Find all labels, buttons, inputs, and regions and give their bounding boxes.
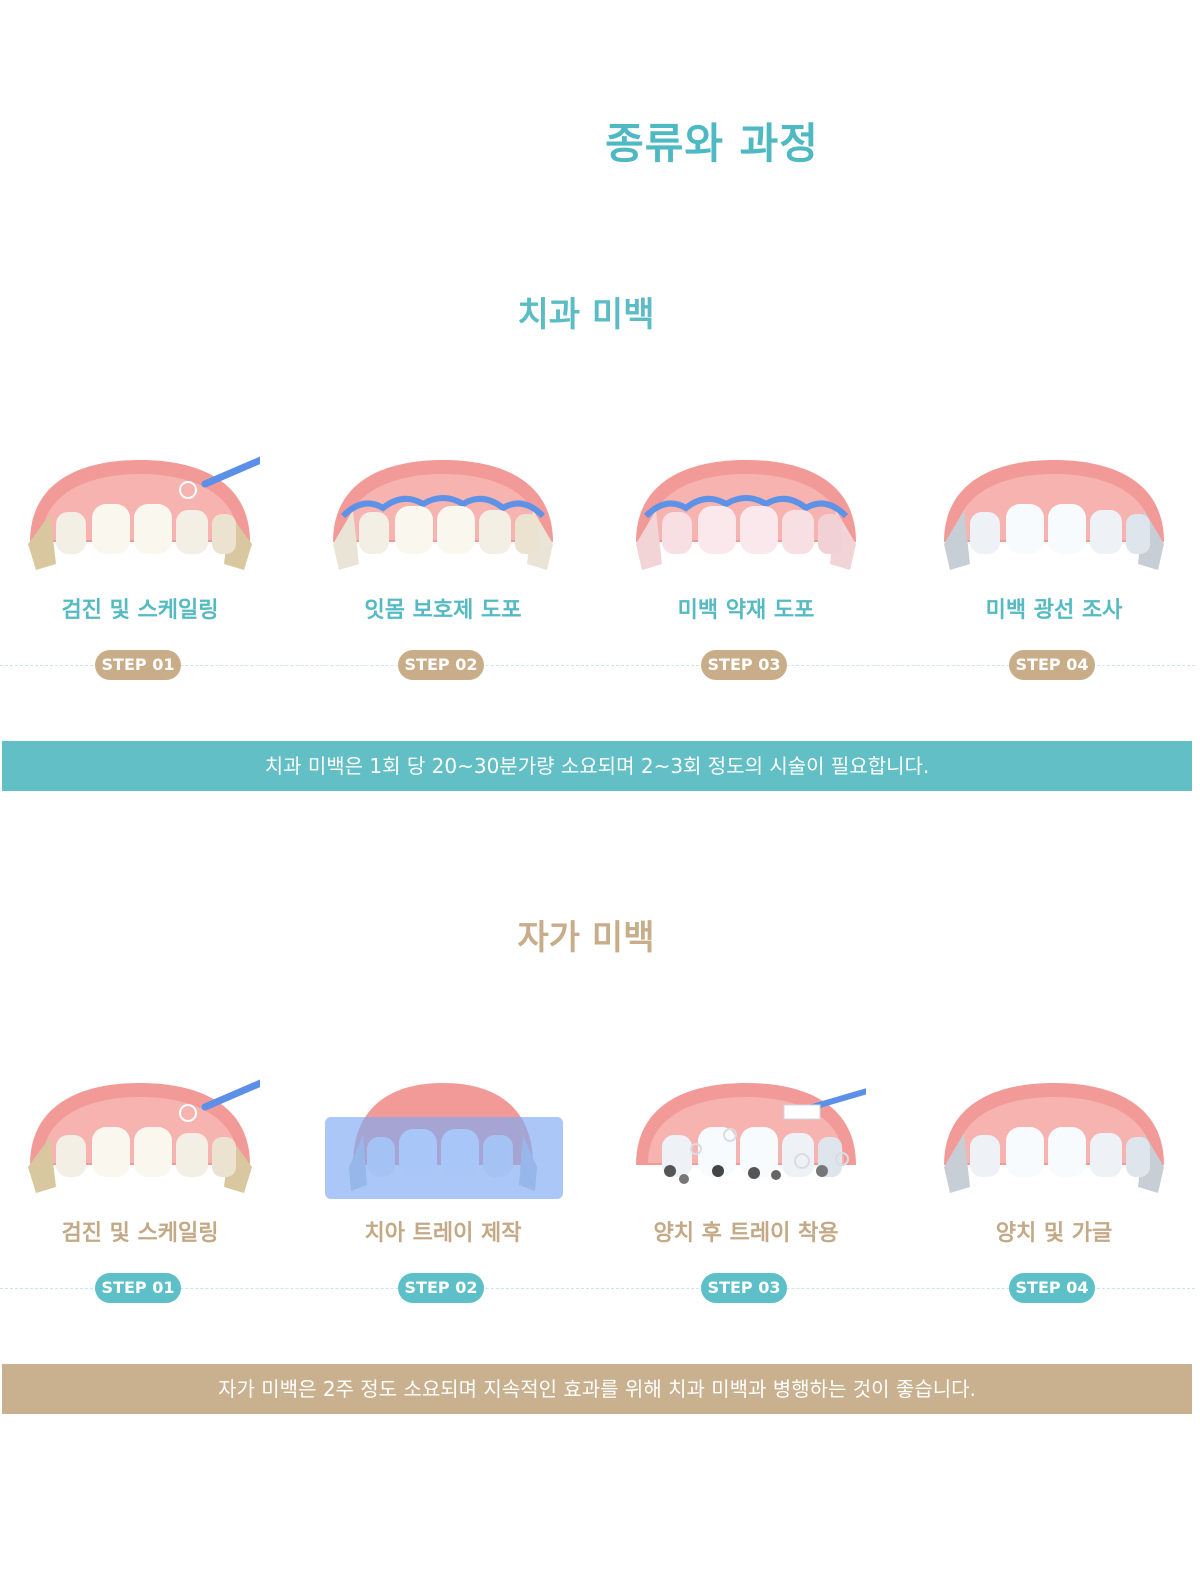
tray-teeth-icon: [325, 1083, 563, 1199]
gum-protector-teeth-icon: [333, 460, 553, 570]
step-badge: STEP 01: [95, 1273, 181, 1303]
step-label: 치아 트레이 제작: [364, 1221, 522, 1246]
clinic-step-3: 미백 약재 도포 STEP 03: [606, 452, 906, 712]
step-badge: STEP 01: [95, 650, 181, 680]
whitening-light-teeth-icon: [944, 460, 1164, 570]
step-badge: STEP 03: [701, 650, 787, 680]
step-label: 양치 후 트레이 착용: [653, 1221, 839, 1246]
home-step-4: 양치 및 가글 STEP 04: [914, 1075, 1200, 1335]
home-step-1: 검진 및 스케일링 STEP 01: [0, 1075, 300, 1335]
home-section-title: 자가 미백: [517, 918, 655, 958]
step-label: 양치 및 가글: [995, 1221, 1113, 1246]
step-label: 미백 약재 도포: [677, 598, 815, 623]
scaling-teeth-icon: [28, 456, 260, 570]
clinic-step-2: 잇몸 보호제 도포 STEP 02: [303, 452, 603, 712]
clean-teeth-icon: [944, 1083, 1164, 1193]
clinic-step-1: 검진 및 스케일링 STEP 01: [0, 452, 300, 712]
step-badge: STEP 04: [1009, 650, 1095, 680]
step-label: 검진 및 스케일링: [61, 1221, 219, 1246]
page-title: 종류와 과정: [605, 119, 819, 168]
clinic-step-4: 미백 광선 조사 STEP 04: [914, 452, 1200, 712]
step-badge: STEP 04: [1009, 1273, 1095, 1303]
step-label: 잇몸 보호제 도포: [364, 598, 522, 623]
home-steps: 검진 및 스케일링 STEP 01 치아 트레이 제작 STEP 02: [0, 1075, 1200, 1335]
step-label: 미백 광선 조사: [985, 598, 1123, 623]
step-divider-line: [0, 1288, 1195, 1289]
whitening-agent-teeth-icon: [636, 460, 856, 570]
step-badge: STEP 02: [398, 1273, 484, 1303]
brushing-teeth-icon: [636, 1083, 866, 1184]
step-label: 검진 및 스케일링: [61, 598, 219, 623]
home-step-3: 양치 후 트레이 착용 STEP 03: [606, 1075, 906, 1335]
step-badge: STEP 02: [398, 650, 484, 680]
home-step-2: 치아 트레이 제작 STEP 02: [303, 1075, 603, 1335]
clinic-note-banner: 치과 미백은 1회 당 20~30분가량 소요되며 2~3회 정도의 시술이 필…: [2, 741, 1192, 791]
step-badge: STEP 03: [701, 1273, 787, 1303]
scaling-teeth-icon: [28, 1079, 260, 1193]
clinic-steps: 검진 및 스케일링 STEP 01 잇몸 보호제 도포 STEP 02: [0, 452, 1200, 712]
clinic-section-title: 치과 미백: [517, 295, 655, 335]
home-note-banner: 자가 미백은 2주 정도 소요되며 지속적인 효과를 위해 치과 미백과 병행하…: [2, 1364, 1192, 1414]
step-divider-line: [0, 665, 1195, 666]
